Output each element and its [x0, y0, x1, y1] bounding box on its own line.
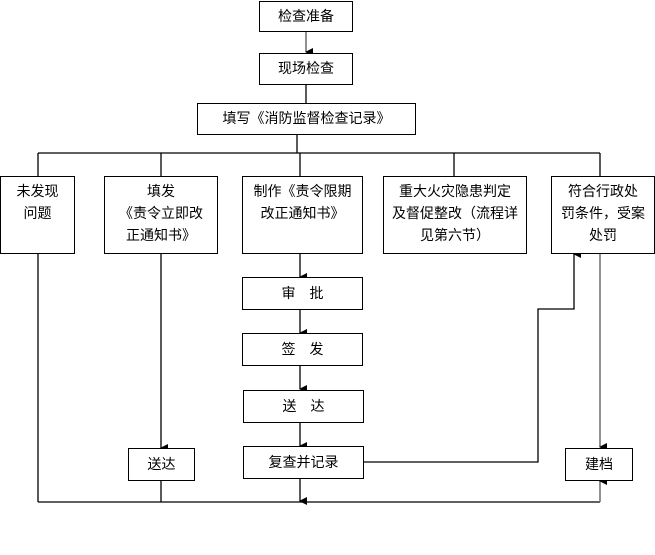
node-label: 送达 [147, 456, 176, 473]
node-label: 填发 《责令立即改 正通知书》 [119, 184, 203, 244]
node-deliver: 送 达 [243, 390, 364, 423]
node-penalty: 符合行政处 罚条件，受案 处罚 [551, 176, 655, 254]
node-deadline-notice: 制作《责令限期 改正通知书》 [242, 176, 363, 254]
edge-review-penalty [363, 250, 581, 463]
node-label: 填写《消防监督检查记录》 [222, 111, 391, 127]
node-label: 审 批 [281, 285, 324, 302]
node-prepare: 检查准备 [259, 1, 353, 32]
node-label: 未发现 问题 [16, 184, 59, 222]
node-immediate-notice: 填发 《责令立即改 正通知书》 [104, 176, 218, 254]
node-label: 建档 [585, 456, 613, 473]
node-label: 复查并记录 [268, 454, 339, 471]
node-label: 送 达 [282, 398, 325, 415]
node-label: 现场检查 [278, 61, 334, 77]
node-archive: 建档 [565, 448, 633, 481]
node-label: 制作《责令限期 改正通知书》 [253, 184, 352, 222]
node-approve: 审 批 [242, 277, 363, 310]
node-sign: 签 发 [242, 333, 363, 366]
node-deliver-immediate: 送达 [128, 448, 195, 481]
node-label: 检查准备 [278, 8, 334, 25]
node-major-hazard: 重大火灾隐患判定 及督促整改（流程详 见第六节） [383, 176, 527, 254]
node-label: 签 发 [281, 341, 324, 358]
node-onsite-inspection: 现场检查 [259, 53, 353, 85]
node-review-record: 复查并记录 [243, 446, 364, 479]
node-label: 重大火灾隐患判定 及督促整改（流程详 见第六节） [392, 184, 518, 244]
node-label: 符合行政处 罚条件，受案 处罚 [561, 184, 645, 244]
node-fill-record: 填写《消防监督检查记录》 [197, 103, 416, 135]
node-no-issue: 未发现 问题 [0, 176, 75, 254]
